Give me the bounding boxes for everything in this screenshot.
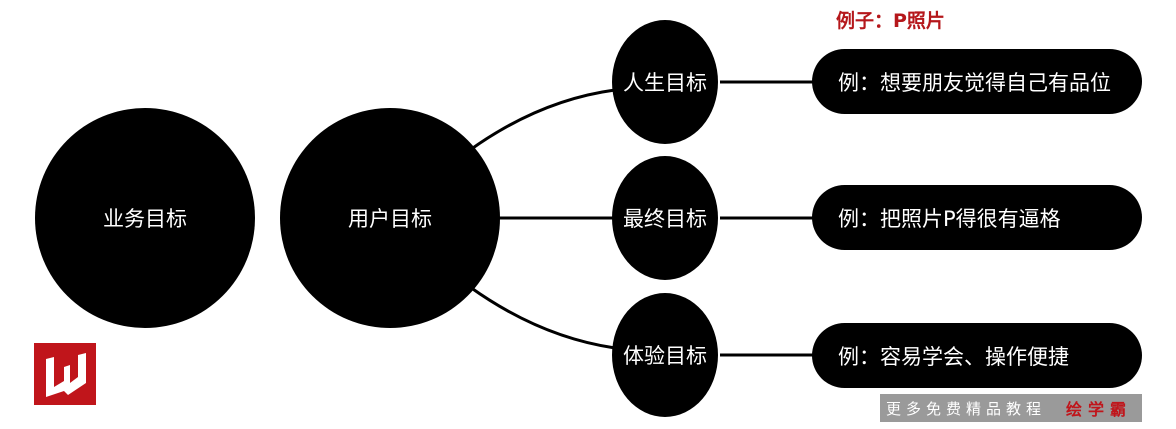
watermark-band — [880, 394, 1142, 422]
connector-experience — [469, 285, 616, 350]
business-goal-node: 业务目标 — [35, 108, 255, 328]
life-goal-node: 人生目标 — [612, 20, 718, 144]
watermark-text: 更多免费精品教程 — [886, 400, 1047, 418]
end-goal-node: 最终目标 — [612, 156, 718, 280]
logo-icon — [34, 343, 96, 405]
experience-goal-node: 体验目标 — [612, 293, 718, 417]
connector-life — [469, 88, 616, 152]
user-goal-node: 用户目标 — [280, 108, 500, 328]
watermark-brand: 绘学霸 — [1066, 400, 1133, 419]
experience-goal-example: 例：容易学会、操作便捷 — [812, 323, 1142, 388]
life-goal-example: 例：想要朋友觉得自己有品位 — [812, 49, 1142, 114]
example-title: 例子：P照片 — [836, 10, 945, 32]
end-goal-example: 例：把照片P得很有逼格 — [812, 185, 1142, 250]
